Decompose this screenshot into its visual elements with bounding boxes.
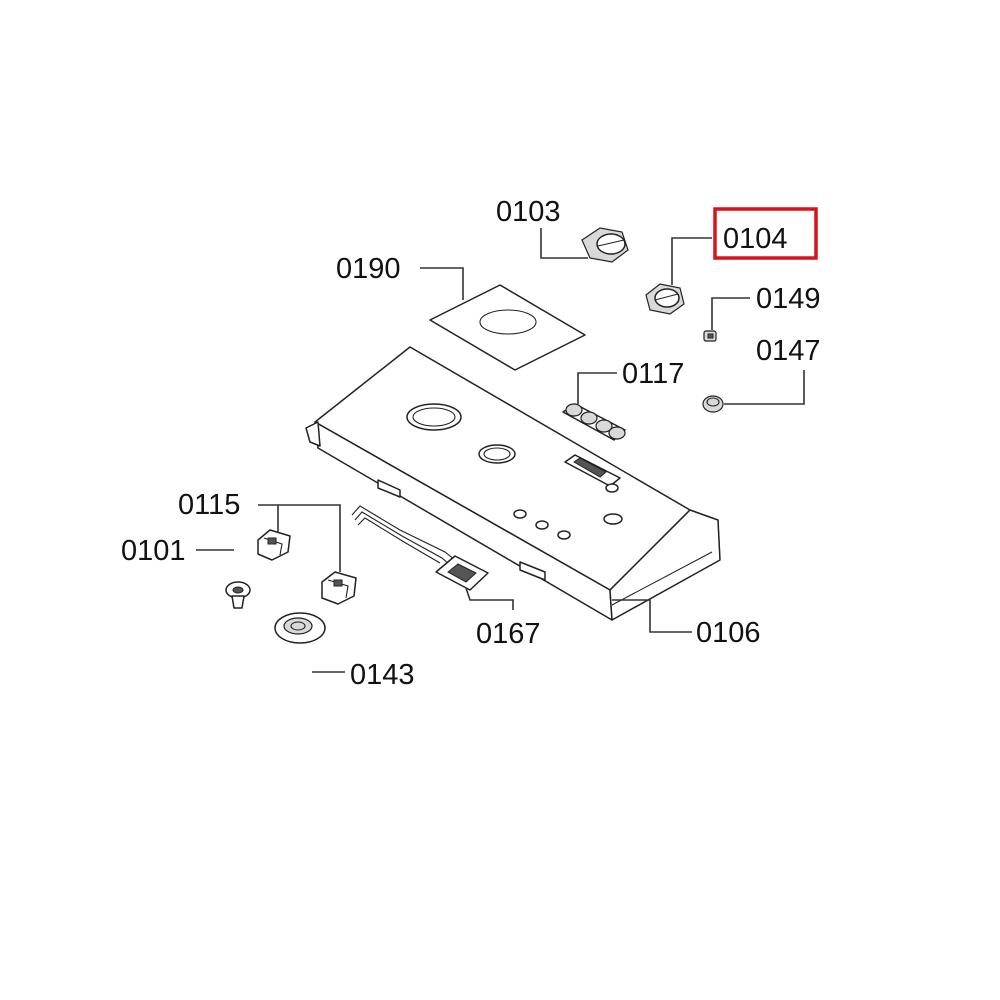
callout-0106: 0106	[696, 617, 761, 649]
lamp-socket-left[interactable]	[257, 529, 291, 561]
callout-0190: 0190	[336, 253, 401, 285]
leader-0117	[577, 372, 617, 404]
lamp-socket-right[interactable]	[321, 571, 357, 605]
knob-0104[interactable]	[645, 283, 685, 315]
button-0147[interactable]	[702, 395, 724, 413]
highlight-box	[713, 207, 818, 260]
leader-0147	[724, 370, 805, 405]
leader-0190	[420, 267, 464, 300]
callout-0115: 0115	[178, 489, 240, 521]
callout-0117: 0117	[622, 358, 684, 390]
button-0149[interactable]	[703, 330, 717, 342]
callout-0147: 0147	[756, 335, 821, 367]
leader-0115	[258, 504, 341, 572]
control-panel-housing[interactable]	[305, 346, 721, 621]
knob-0103[interactable]	[581, 227, 629, 263]
bulb-0101[interactable]	[225, 581, 251, 609]
callout-0143: 0143	[350, 659, 415, 691]
callout-0101: 0101	[121, 535, 186, 567]
button-set-0117[interactable]	[562, 403, 626, 441]
leader-0104	[671, 237, 712, 285]
callout-0149: 0149	[756, 283, 821, 315]
wiring-harness-0167[interactable]	[351, 505, 489, 591]
leader-0103	[540, 228, 588, 259]
callout-0167: 0167	[476, 618, 541, 650]
leader-0106	[612, 599, 692, 633]
leader-0167	[465, 587, 514, 610]
gasket-plate-0190[interactable]	[429, 284, 586, 371]
leader-0149	[711, 297, 750, 330]
lamp-cover-0143[interactable]	[274, 612, 326, 644]
callout-0103: 0103	[496, 196, 561, 228]
callout-0104: 0104	[723, 223, 788, 255]
